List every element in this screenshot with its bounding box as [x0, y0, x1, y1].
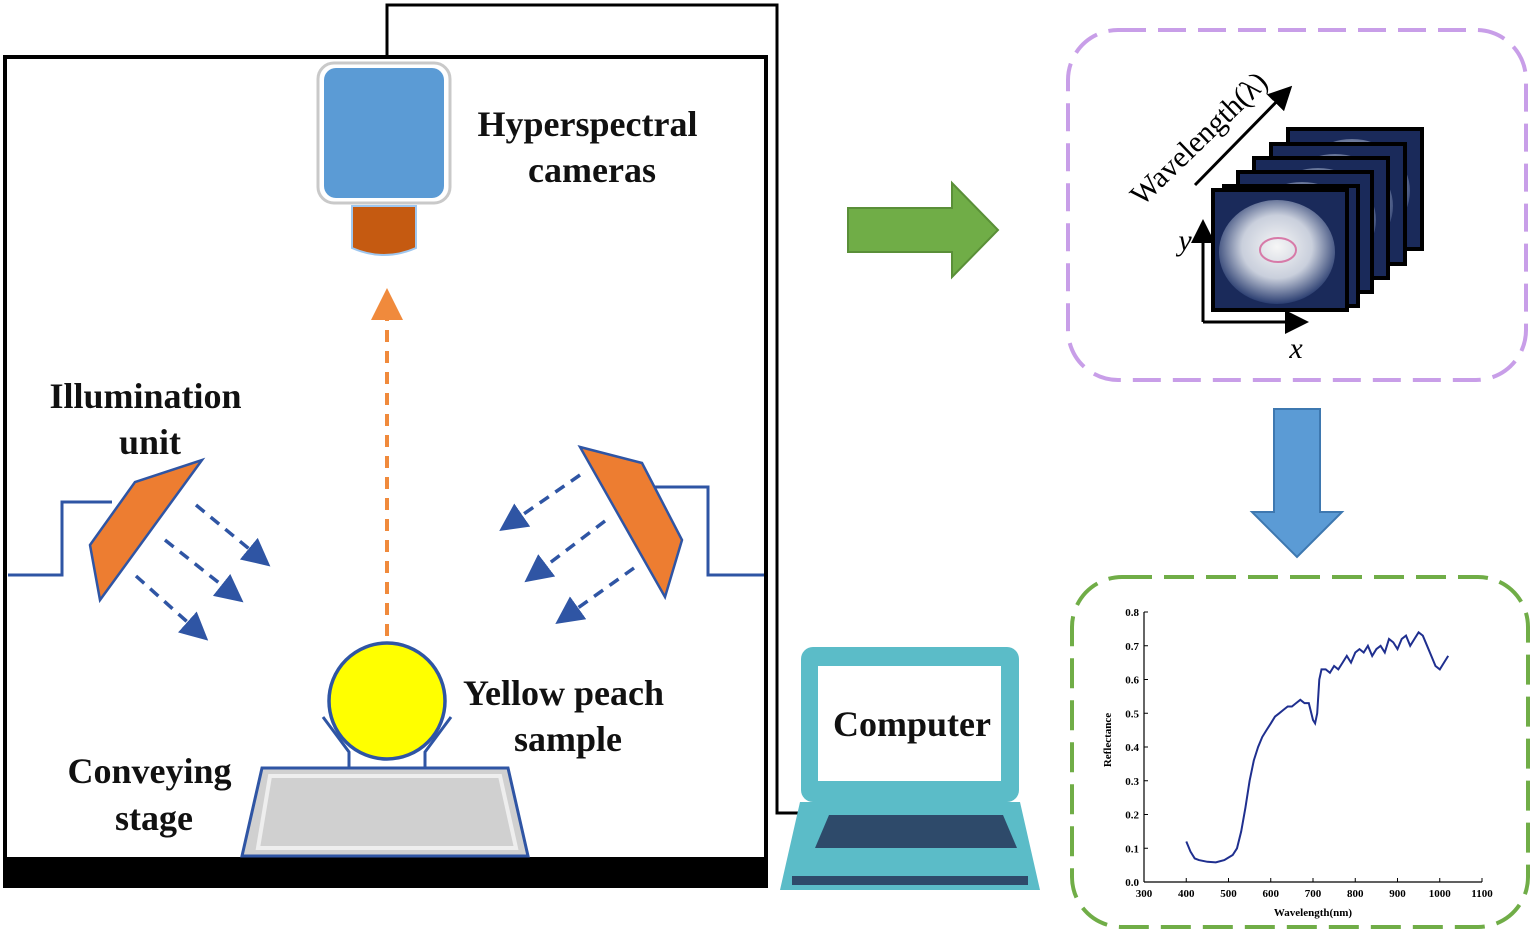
illumination-unit-left — [8, 457, 206, 604]
camera-label: Hyperspectral cameras — [478, 104, 707, 190]
cube-axes — [1191, 85, 1309, 334]
x-tick-label: 300 — [1136, 888, 1153, 900]
conveying-stage-icon — [240, 716, 530, 858]
illumination-unit-right — [577, 445, 764, 601]
y-axis-label: y — [1175, 224, 1192, 257]
computer-icon — [780, 647, 1040, 890]
green-arrow-icon — [847, 180, 1000, 280]
yellow-peach-icon — [327, 641, 447, 761]
spectrum-panel — [1070, 575, 1530, 929]
spectrum-line — [1185, 630, 1450, 864]
spectral-frame — [1211, 188, 1349, 312]
x-tick-label: 500 — [1220, 888, 1237, 900]
stage-label: Conveying stage — [67, 751, 240, 838]
x-tick-label: 700 — [1305, 888, 1322, 900]
y-tick-label: 0.0 — [1125, 877, 1139, 889]
x-tick-label: 800 — [1347, 888, 1364, 900]
x-tick-label: 600 — [1263, 888, 1280, 900]
y-tick-label: 0.6 — [1125, 675, 1139, 687]
x-tick-label: 400 — [1178, 888, 1195, 900]
y-tick-label: 0.3 — [1125, 776, 1139, 788]
sample-label: Yellow peach sample — [463, 673, 673, 759]
reflectance-spectrum-chart: 300 400 500 600 700 800 900 1000 1100 0.0 0.1 0.2 0.… — [1102, 607, 1493, 919]
blue-arrow-down-icon — [1249, 408, 1345, 559]
light-arrows-right — [499, 473, 636, 625]
x-tick-label: 1100 — [1471, 888, 1493, 900]
computer-label: Computer — [833, 704, 991, 744]
y-tick-label: 0.1 — [1125, 843, 1139, 855]
hyperspectral-image-stack — [1211, 127, 1424, 312]
hypercube-panel — [1066, 28, 1528, 382]
x-tick-label: 1000 — [1429, 888, 1452, 900]
camera-cable — [385, 3, 826, 815]
illumination-label: Illumination unit — [49, 376, 250, 462]
y-tick-label: 0.5 — [1125, 708, 1139, 720]
chart-y-label: Reflectance — [1102, 713, 1114, 767]
y-tick-label: 0.8 — [1125, 607, 1139, 619]
y-tick-label: 0.2 — [1125, 810, 1139, 822]
peach-spot — [1259, 237, 1297, 263]
x-axis-label: x — [1288, 332, 1303, 365]
y-tick-label: 0.7 — [1125, 641, 1139, 653]
chart-x-label: Wavelength(nm) — [1274, 907, 1353, 919]
hyperspectral-camera-icon — [316, 61, 452, 256]
light-arrows-left — [134, 503, 271, 641]
y-tick-label: 0.4 — [1125, 742, 1139, 754]
x-tick-label: 900 — [1389, 888, 1406, 900]
